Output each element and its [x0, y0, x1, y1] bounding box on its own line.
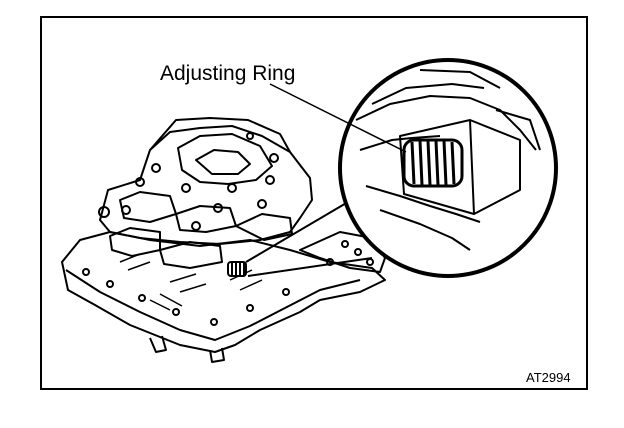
- adjusting-ring-magnified: [402, 138, 464, 188]
- adjusting-ring-small: [227, 261, 247, 277]
- magnified-detail: [338, 58, 558, 278]
- figure-code: AT2994: [526, 370, 571, 385]
- callout-label: Adjusting Ring: [160, 62, 295, 85]
- label-leader-line: [269, 83, 407, 153]
- valve-body-assembly: [61, 117, 386, 363]
- figure-frame: [40, 16, 588, 390]
- magnifier-connector: [245, 201, 373, 277]
